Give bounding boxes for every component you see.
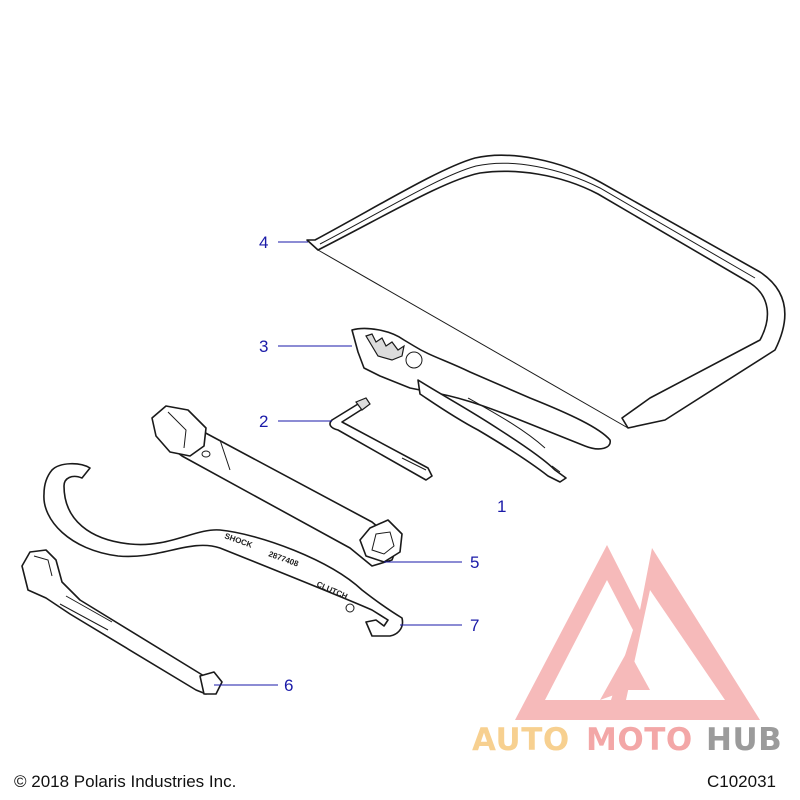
callout-5: 5: [470, 553, 479, 572]
callout-1: 1: [497, 497, 506, 516]
pliers: [351, 327, 611, 483]
tool-pouch: [306, 154, 786, 429]
extension-bar: [21, 549, 223, 695]
callout-7: 7: [470, 616, 479, 635]
copyright-text: © 2018 Polaris Industries Inc.: [14, 772, 237, 791]
watermark-hub: HUB: [706, 722, 782, 758]
spark-plug-wrench: [151, 405, 403, 567]
watermark-auto: AUTO: [472, 722, 570, 758]
hex-key: [329, 397, 433, 481]
spanner-wrench: SHOCK 2877408 CLUTCH: [43, 462, 404, 637]
callout-6: 6: [284, 676, 293, 695]
callout-4: 4: [259, 233, 268, 252]
automotohub-watermark-logo: AUTO MOTO HUB: [472, 545, 782, 758]
diagram-code: C102031: [706, 772, 776, 791]
callout-2: 2: [259, 412, 268, 431]
callout-3: 3: [259, 337, 268, 356]
watermark-moto: MOTO: [586, 722, 693, 758]
